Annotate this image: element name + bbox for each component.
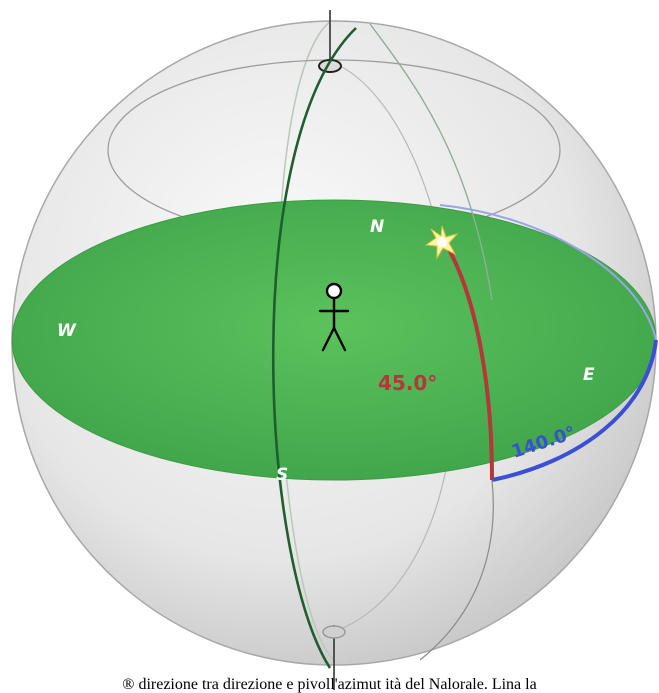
cardinal-west: W: [57, 321, 77, 341]
star-burst-icon: [424, 225, 459, 260]
cardinal-north: N: [370, 217, 384, 237]
horizon-rim-back: [439, 204, 657, 341]
vertical-circle-front: [369, 23, 493, 301]
south-pole-ring: [322, 625, 346, 639]
cardinal-south: S: [276, 465, 288, 485]
local-meridian: [271, 27, 357, 669]
figure-caption: ® direzione tra direzione e pivoll'azimu…: [122, 676, 537, 693]
vertical-circle-front-lower: [419, 479, 494, 661]
azimuth-arc: [491, 339, 658, 482]
cardinal-east: E: [583, 365, 595, 385]
altitude-arc: [444, 243, 494, 481]
altitude-label: 45.0°: [378, 371, 437, 395]
stick-figure-icon: [318, 282, 350, 352]
